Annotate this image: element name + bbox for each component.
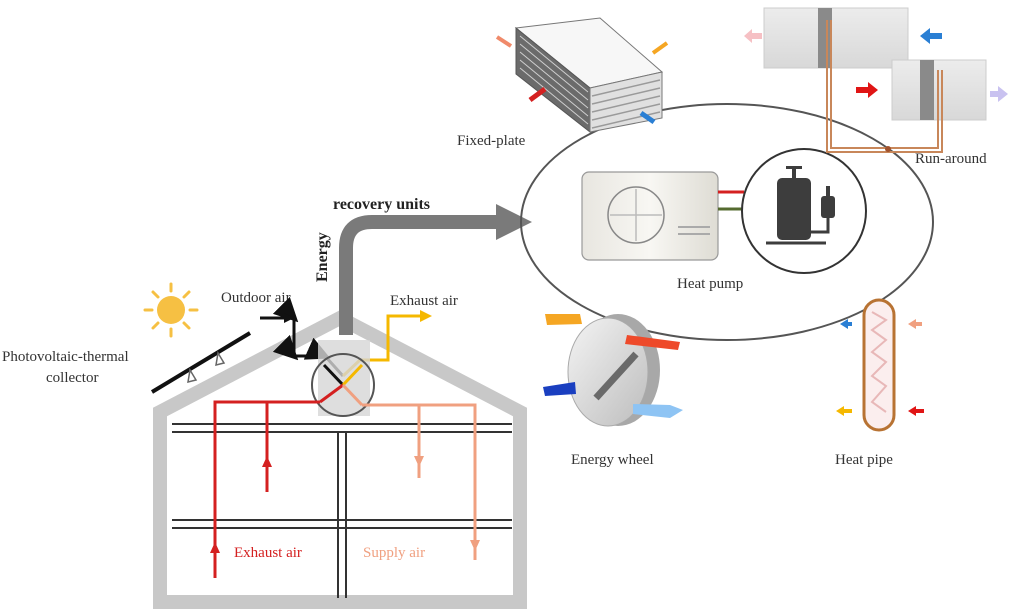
recovery-units-label: recovery units [333,196,430,213]
exhaust-up-arrow [262,456,272,467]
supply-air-indoor-label: Supply air [363,545,425,561]
supply-air-indoor-ducts [362,403,477,560]
arrow-salmon-pipe-icon [908,319,922,329]
heat-pump-label: Heat pump [677,276,743,292]
arrow-orange-icon [651,41,669,55]
energy-wheel [543,314,683,427]
supply-down-arrow [414,456,424,467]
heat-pipe-label: Heat pipe [835,452,893,468]
run-around-exchanger [744,7,1008,153]
pvt-label-line1: Photovoltaic-thermal [2,349,129,365]
arrow-blue-pipe-icon [840,319,852,329]
exhaust-arrowhead [420,310,432,322]
roof-heat-exchanger [311,340,375,417]
arrow-blue-left-icon [920,28,942,44]
heat-pump-outdoor-unit [581,171,744,261]
pvt-label-line2: collector [46,370,98,386]
arrow-orange-wheel-icon [545,314,582,325]
fixed-plate-exchanger [495,17,669,134]
energy-label: Energy [314,232,331,282]
arrow-red-wheel-icon [625,335,680,350]
arrow-salmon-icon [495,35,513,48]
arrow-red-pipe-icon [908,406,924,416]
arrow-lightblue-wheel-icon [633,404,683,418]
arrow-blue-icon [639,110,656,125]
arrow-pink-icon [744,29,762,43]
outdoor-air-label: Outdoor air [221,290,291,306]
house [153,310,527,609]
arrow-blue-wheel-icon [543,382,576,396]
outdoor-air-arrowhead [284,313,294,323]
supply-down-arrow-2 [470,540,480,551]
compressor-icon [741,148,867,274]
sun-icon [143,282,199,338]
fixed-plate-label: Fixed-plate [457,133,526,149]
arrow-red-right-icon [856,82,878,98]
pvt-collector-icon [150,331,252,394]
house-wall [153,310,527,609]
exhaust-up-arrow-2 [210,542,220,553]
arrow-red-icon [528,86,547,103]
energy-recovery-arrow [339,204,532,335]
arrow-lavender-icon [990,86,1008,102]
exhaust-air-indoor-label: Exhaust air [234,545,302,561]
arrow-yellow-pipe-icon [836,406,852,416]
exhaust-air-outdoor-label: Exhaust air [390,293,458,309]
floor-lines [172,423,512,598]
exhaust-air-indoor-ducts [213,400,320,578]
heat-pump-ellipse [520,103,934,341]
energy-wheel-label: Energy wheel [571,452,654,468]
run-around-label: Run-around [915,151,987,167]
heat-pipe [836,298,924,432]
